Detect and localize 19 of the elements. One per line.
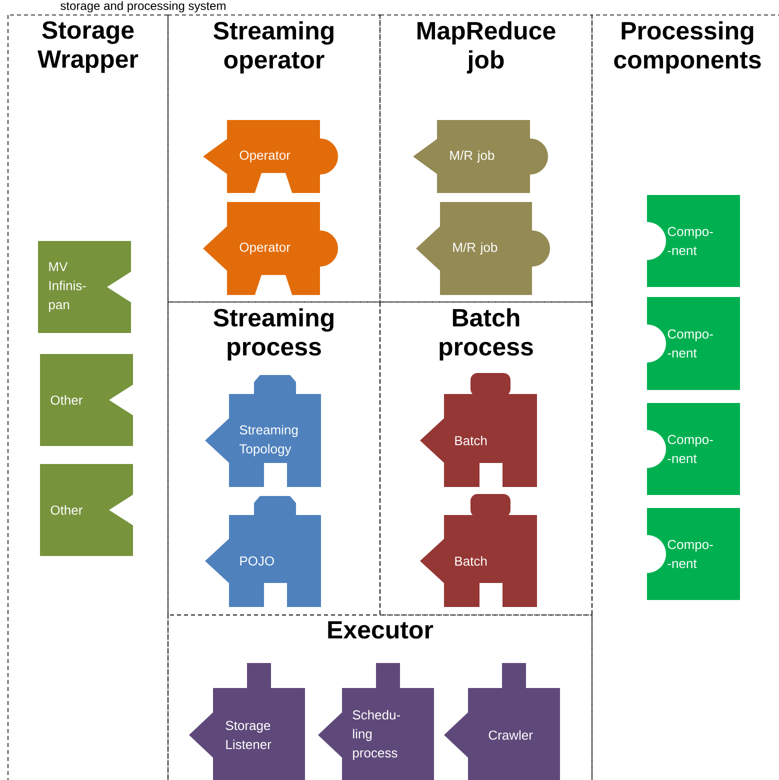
component-piece: Compo- -nent bbox=[628, 508, 740, 600]
executor-piece: Schedu- ling process bbox=[318, 663, 434, 780]
job-piece: M/R job bbox=[413, 120, 548, 193]
executor-piece: Storage Listener bbox=[189, 663, 305, 780]
component-piece: Compo- -nent bbox=[628, 195, 740, 287]
component-piece: Compo- -nent bbox=[628, 297, 740, 390]
component-piece: Compo- -nent bbox=[628, 403, 740, 495]
batch-piece: Batch bbox=[420, 494, 537, 608]
batch-piece: Batch bbox=[420, 373, 537, 488]
operator-piece: Operator bbox=[203, 202, 338, 296]
process-piece: POJO bbox=[205, 496, 321, 608]
job-piece: M/R job bbox=[416, 202, 550, 295]
executor-piece: Crawler bbox=[444, 663, 560, 780]
storage-piece: Other bbox=[40, 464, 134, 556]
operator-piece: Operator bbox=[203, 120, 338, 194]
process-piece: Streaming Topology bbox=[205, 375, 321, 488]
title: storage and processing system bbox=[60, 1, 226, 12]
storage-piece: MV Infinis- pan bbox=[38, 241, 132, 333]
storage-piece: Other bbox=[40, 354, 134, 446]
